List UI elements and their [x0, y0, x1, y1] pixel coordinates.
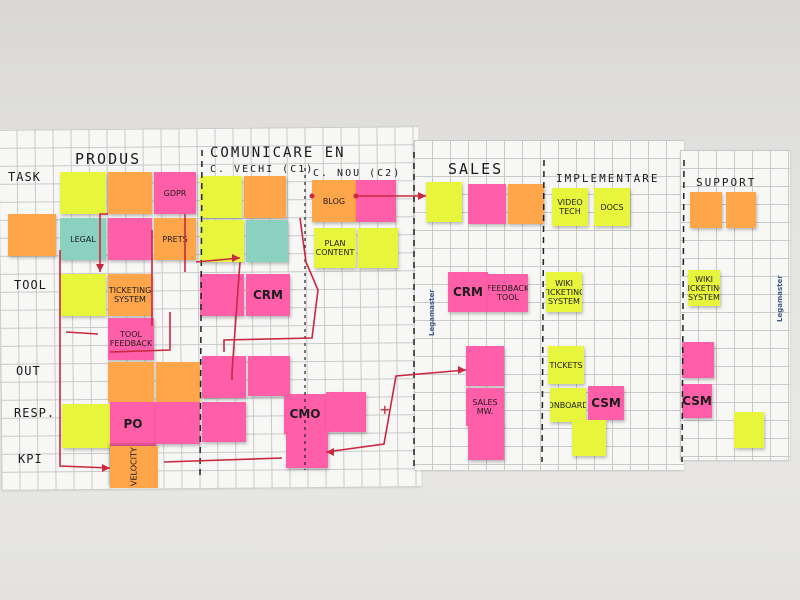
- sticky-note-onboarding: ONBOARD: [550, 388, 586, 422]
- sticky-note-feedback-tool: FEEDBACK TOOL: [488, 274, 528, 312]
- sticky-note-wiki-ticketing-support: WIKI TICKETING SYSTEM: [688, 270, 720, 306]
- sticky-note: [690, 192, 722, 228]
- sticky-note: [734, 412, 764, 448]
- sticky-note-sales-mw: SALES MW.: [466, 388, 504, 426]
- sticky-note-legal: LEGAL: [60, 218, 106, 260]
- sticky-note: [358, 228, 398, 268]
- sticky-note: [202, 402, 246, 442]
- sticky-note-velocity: VELOCITY: [110, 446, 158, 488]
- row-label-resp: RESP.: [14, 406, 55, 420]
- row-label-tool: TOOL: [14, 278, 47, 292]
- sticky-note: [108, 362, 154, 402]
- sticky-note-ticketing: TICKETING SYSTEM: [108, 274, 152, 316]
- sticky-note: [62, 404, 110, 448]
- sticky-note: [156, 362, 200, 402]
- sticky-note: [156, 402, 200, 444]
- column-header-produs: PRODUS: [75, 150, 141, 168]
- sticky-note: [426, 182, 462, 222]
- sticky-note: [468, 424, 504, 460]
- sticky-note: [326, 392, 366, 432]
- sticky-note: [60, 274, 106, 316]
- sticky-note: [286, 430, 328, 468]
- legamaster-logo-right: Legamaster: [776, 275, 784, 322]
- sticky-note-prets: PRETS: [154, 218, 196, 260]
- row-label-task: TASK: [8, 170, 41, 184]
- sticky-note: [468, 184, 506, 224]
- sticky-note-plan-content: PLAN CONTENT: [314, 228, 356, 268]
- sticky-note: [508, 184, 544, 224]
- sticky-note: [466, 346, 504, 386]
- sticky-note: [202, 356, 246, 398]
- sticky-note-blog: BLOG: [312, 180, 356, 222]
- column-header-vechi: C. VECHI (C1): [210, 164, 314, 175]
- sticky-note: [356, 180, 396, 222]
- sticky-note: [108, 172, 152, 214]
- sticky-note: [248, 356, 290, 396]
- sticky-note: [200, 274, 244, 316]
- column-header-support: SUPPORT: [696, 176, 756, 189]
- sticky-note-crm: CRM: [246, 274, 290, 316]
- sticky-note-video-tech: VIDEO TECH: [552, 188, 588, 226]
- sticky-note-cmo: CMO: [284, 394, 326, 434]
- sticky-note-tool-feedback: TOOL FEEDBACK: [108, 318, 154, 360]
- column-header-nou: C. NOU (C2): [313, 168, 401, 179]
- column-header-comunicare: COMUNICARE EN: [210, 145, 346, 161]
- sticky-note: [244, 176, 286, 218]
- sticky-note: [108, 218, 152, 260]
- sticky-note: [572, 420, 606, 456]
- sticky-note: [60, 172, 106, 214]
- plus-annotation: +: [380, 400, 391, 419]
- sticky-note-csm: CSM: [588, 386, 624, 420]
- column-header-implementare: IMPLEMENTARE: [556, 172, 659, 185]
- row-label-out: OUT: [16, 364, 41, 378]
- legamaster-logo: Legamaster: [428, 289, 436, 336]
- sticky-note: [682, 342, 714, 378]
- sticky-note-docs: DOCS: [594, 188, 630, 226]
- row-label-kpi: KPI: [18, 452, 43, 466]
- sticky-note: [200, 220, 244, 262]
- sticky-note: [246, 220, 288, 262]
- sticky-note: [8, 214, 56, 256]
- sticky-note-po: PO: [110, 402, 156, 446]
- sticky-note-csm-support: CSM: [682, 384, 712, 418]
- sticky-note-tickets: TICKETS: [548, 346, 584, 384]
- column-header-sales: SALES: [448, 160, 503, 178]
- sticky-note: [200, 176, 242, 218]
- sticky-note: [726, 192, 756, 228]
- sticky-note-crm-sales: CRM: [448, 272, 488, 312]
- sticky-note-gdpr: GDPR: [154, 172, 196, 214]
- sticky-note-wiki-ticketing: WIKI TICKETING SYSTEM: [546, 272, 582, 312]
